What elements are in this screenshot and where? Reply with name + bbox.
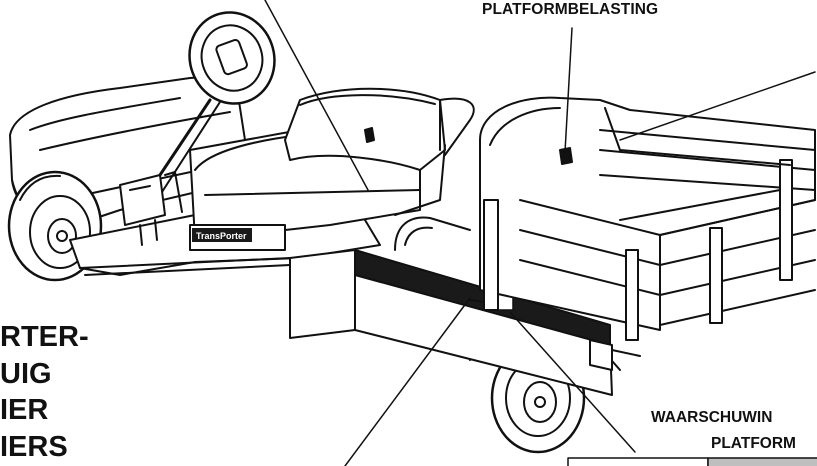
cargo-box: [479, 96, 816, 371]
warning-label-line-1: WAARSCHUWIN: [651, 409, 773, 426]
grab-rail: [394, 97, 475, 251]
side-label-line-2: UIG: [0, 357, 52, 390]
side-label-line-1: RTER-: [0, 321, 89, 353]
side-label-block: RTER- UIG IER IERS: [0, 319, 89, 465]
decal-text: TransPorter: [196, 231, 247, 241]
bottom-right-panel: [567, 457, 817, 466]
callout-leaders: [264, 0, 816, 466]
side-label-line-4: IERS: [0, 430, 68, 463]
steering-wheel: [148, 11, 276, 193]
warning-label-line-2: PLATFORM: [711, 435, 796, 452]
side-label-line-3: IER: [0, 394, 49, 426]
platform-load-label: PLATFORMBELASTING: [482, 1, 659, 18]
